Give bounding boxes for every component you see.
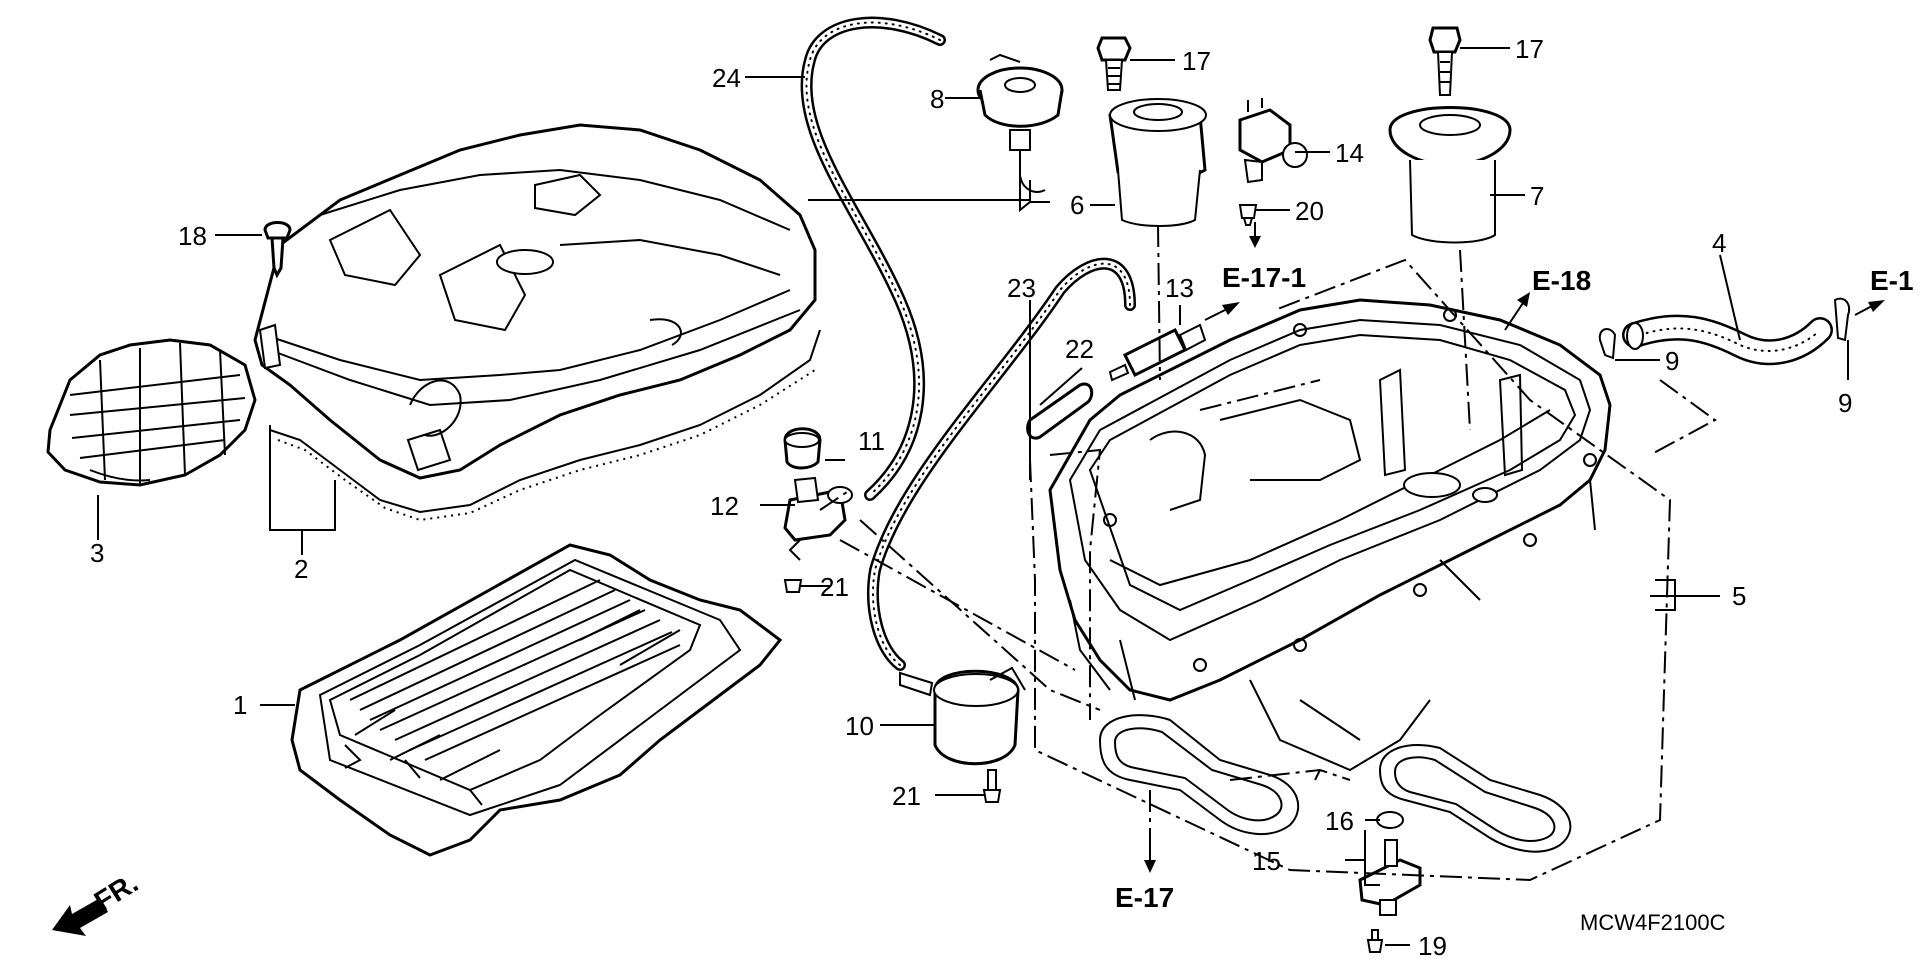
- ref-e17-1: E-17-1: [1222, 262, 1306, 293]
- gasket-right-inner: [1393, 756, 1556, 842]
- tube-22: [1026, 382, 1094, 440]
- housing-gasket-inner: [277, 369, 816, 522]
- screw-21b: [982, 769, 1002, 803]
- gasket-left: [1098, 714, 1300, 836]
- label-p15: 15: [1252, 846, 1281, 876]
- label-p21a: 21: [820, 572, 849, 602]
- ref-e18: E-18: [1532, 265, 1591, 296]
- cap-7: [1388, 106, 1512, 244]
- housing-gasket: [269, 329, 821, 514]
- arrow-e1: [1868, 300, 1885, 312]
- washer-16: [1376, 811, 1404, 829]
- label-p4: 4: [1712, 228, 1726, 258]
- label-p17b: 17: [1515, 34, 1544, 64]
- label-p23: 23: [1007, 273, 1036, 303]
- ref-e1: E-1: [1870, 265, 1914, 296]
- label-p1: 1: [233, 690, 247, 720]
- label-p9a: 9: [1665, 346, 1679, 376]
- arrow-e17-1-down: [1249, 236, 1261, 248]
- label-p22: 22: [1065, 334, 1094, 364]
- label-p2: 2: [294, 554, 308, 584]
- label-p14: 14: [1335, 138, 1364, 168]
- valve-8: [976, 53, 1064, 193]
- air-cleaner-housing: [253, 123, 817, 480]
- arrows: [1144, 222, 1885, 873]
- label-p12: 12: [710, 491, 739, 521]
- hose-24: [800, 16, 946, 501]
- air-filter-element: [290, 543, 783, 857]
- gasket-left-inner: [1113, 727, 1283, 822]
- valve-12: [783, 476, 853, 561]
- label-p19: 19: [1418, 931, 1447, 959]
- bolt-17b: [1428, 26, 1462, 96]
- sensor-14: [1238, 98, 1308, 184]
- label-p8: 8: [930, 84, 944, 114]
- label-p11: 11: [858, 426, 885, 456]
- label-p18: 18: [178, 221, 207, 251]
- intake-duct: [46, 338, 257, 487]
- label-p24: 24: [712, 63, 741, 93]
- clamp-9a: [1598, 328, 1617, 360]
- label-p21b: 21: [892, 781, 921, 811]
- reference-labels: E-17-1 E-18 E-1 E-17: [1115, 262, 1914, 913]
- ref-e17: E-17: [1115, 882, 1174, 913]
- label-p6: 6: [1070, 190, 1084, 220]
- phantom-lines: [819, 224, 1717, 882]
- screw-19: [1366, 929, 1384, 953]
- diagram-code: MCW4F2100C: [1580, 910, 1726, 935]
- front-arrow: FR.: [52, 867, 143, 936]
- screw-21a: [783, 579, 803, 593]
- label-p20: 20: [1295, 196, 1324, 226]
- stud-assembly-15: [1358, 839, 1422, 916]
- label-p3: 3: [90, 538, 104, 568]
- lower-housing: [1048, 298, 1612, 772]
- front-arrow-icon: [52, 898, 108, 936]
- fitting-13: [1108, 323, 1207, 382]
- arrow-e18: [1517, 292, 1530, 307]
- part-number-labels: 24 8 17 17 14 6 7 20 18 4 23 13 22 9 9 1…: [90, 34, 1852, 959]
- bolt-17a: [1096, 36, 1132, 91]
- label-p9b: 9: [1838, 388, 1852, 418]
- label-p10: 10: [845, 711, 874, 741]
- cap-11: [783, 427, 822, 470]
- arrow-e17: [1144, 860, 1156, 873]
- screw-18: [263, 221, 292, 279]
- hose-23: [867, 257, 1136, 671]
- label-p5: 5: [1732, 581, 1746, 611]
- filter-10: [899, 666, 1026, 766]
- hose-4: [1622, 314, 1833, 366]
- label-p7: 7: [1530, 181, 1544, 211]
- cap-6: [1108, 98, 1207, 227]
- gasket-right: [1378, 744, 1572, 853]
- label-p16: 16: [1325, 806, 1354, 836]
- arrow-e17-1: [1222, 302, 1240, 315]
- screw-20: [1238, 204, 1258, 226]
- label-p13: 13: [1165, 273, 1194, 303]
- clamp-9b: [1833, 297, 1851, 342]
- label-p17a: 17: [1182, 46, 1211, 76]
